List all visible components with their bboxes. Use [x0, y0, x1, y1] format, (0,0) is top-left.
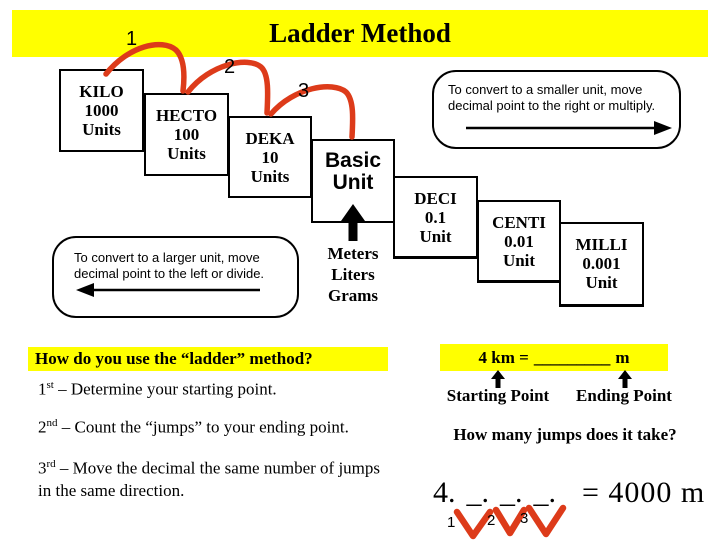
- step-value: 0.1: [424, 208, 447, 227]
- step-name: Basic: [324, 149, 382, 172]
- step-unit: Unit: [419, 227, 452, 246]
- jump-label-3: 3: [298, 80, 310, 102]
- step-value: 0.001: [582, 254, 621, 273]
- step-text: – Move the decimal the same number of ju…: [38, 458, 381, 500]
- worked-jump-2: _.: [500, 476, 523, 509]
- step-unit: Units: [82, 120, 121, 139]
- jump-label-1: 1: [126, 28, 138, 50]
- up-arrow-icon: [618, 370, 632, 388]
- ordinal-suffix: st: [46, 379, 54, 391]
- ordinal-suffix: rd: [46, 458, 56, 470]
- callout-larger-line1: To convert to a larger unit, move: [74, 250, 260, 265]
- step-unit: Unit: [585, 273, 618, 292]
- callout-larger-unit: To convert to a larger unit, move decima…: [52, 236, 299, 318]
- ladder-step-kilo: KILO 1000 Units: [59, 69, 144, 152]
- step-unit: Units: [250, 167, 290, 186]
- equation-prefix: 4 km =: [478, 347, 529, 367]
- worked-jump-1: _.: [466, 476, 490, 509]
- ladder-step-centi: CENTI 0.01 Unit: [477, 200, 561, 283]
- step-value: 100: [173, 125, 200, 144]
- ladder-step-deci: DECI 0.1 Unit: [393, 176, 478, 259]
- step-name: DECI: [414, 189, 457, 208]
- ordinal: 3: [38, 458, 47, 478]
- step-name: MILLI: [575, 235, 628, 254]
- howto-heading: How do you use the “ladder” method?: [28, 347, 388, 371]
- right-arrow-icon: [466, 121, 672, 135]
- ordinal: 2: [38, 417, 47, 437]
- step-text: – Count the “jumps” to your ending point…: [57, 417, 349, 437]
- callout-smaller-line2: decimal point to the right or multiply.: [448, 98, 656, 113]
- page-title: Ladder Method: [269, 18, 451, 48]
- step-unit: Unit: [332, 171, 374, 194]
- jump-label-2: 2: [224, 56, 236, 78]
- title-bar: Ladder Method: [12, 10, 708, 57]
- step-value: 10: [261, 148, 279, 167]
- jump-count-3: 3: [520, 510, 529, 527]
- equation-blank: _________: [533, 347, 611, 367]
- jump-count-1: 1: [447, 514, 456, 531]
- worked-jump-3: _.: [533, 476, 557, 509]
- step-name: DEKA: [245, 129, 295, 148]
- callout-smaller-unit: To convert to a smaller unit, move decim…: [432, 70, 681, 149]
- ladder-step-deka: DEKA 10 Units: [228, 116, 312, 198]
- jump-checks-icon: [453, 504, 567, 540]
- equation-suffix: m: [615, 347, 630, 367]
- up-arrow-icon: [491, 370, 505, 388]
- ending-point-label: Ending Point: [576, 386, 672, 405]
- step-name: CENTI: [492, 213, 546, 232]
- howto-step-1: 1st – Determine your starting point.: [38, 374, 277, 401]
- jump-count-2: 2: [487, 512, 496, 529]
- worked-start: 4.: [433, 476, 456, 509]
- example-equation: 4 km = _________ m: [440, 344, 668, 371]
- jumps-question: How many jumps does it take?: [453, 425, 677, 444]
- step-text: – Determine your starting point.: [53, 379, 277, 399]
- step-unit: Units: [167, 144, 206, 163]
- step-unit: Unit: [502, 251, 536, 270]
- starting-point-label: Starting Point: [446, 386, 550, 405]
- ordinal-suffix: nd: [46, 417, 58, 429]
- callout-larger-line2: decimal point to the left or divide.: [74, 266, 265, 281]
- step-value: 0.01: [504, 232, 534, 251]
- basic-unit-examples: Meters Liters Grams: [311, 243, 395, 306]
- howto-step-2: 2nd – Count the “jumps” to your ending p…: [38, 412, 349, 439]
- left-arrow-icon: [76, 283, 260, 297]
- callout-smaller-line1: To convert to a smaller unit, move: [448, 82, 643, 97]
- ordinal: 1: [38, 379, 47, 399]
- step-value: 1000: [84, 101, 119, 120]
- up-arrow-icon: [341, 204, 365, 241]
- ladder-step-hecto: HECTO 100 Units: [144, 93, 229, 176]
- ladder-step-milli: MILLI 0.001 Unit: [559, 222, 644, 307]
- step-name: HECTO: [155, 106, 218, 125]
- worked-equation: 4. _. _. _. = 4000 m: [433, 476, 705, 510]
- worked-result: = 4000 m: [582, 476, 706, 509]
- howto-step-3: 3rd – Move the decimal the same number o…: [38, 453, 383, 502]
- example-liters: Liters: [331, 265, 375, 284]
- step-name: KILO: [79, 82, 124, 101]
- example-grams: Grams: [327, 286, 379, 305]
- example-meters: Meters: [327, 244, 379, 263]
